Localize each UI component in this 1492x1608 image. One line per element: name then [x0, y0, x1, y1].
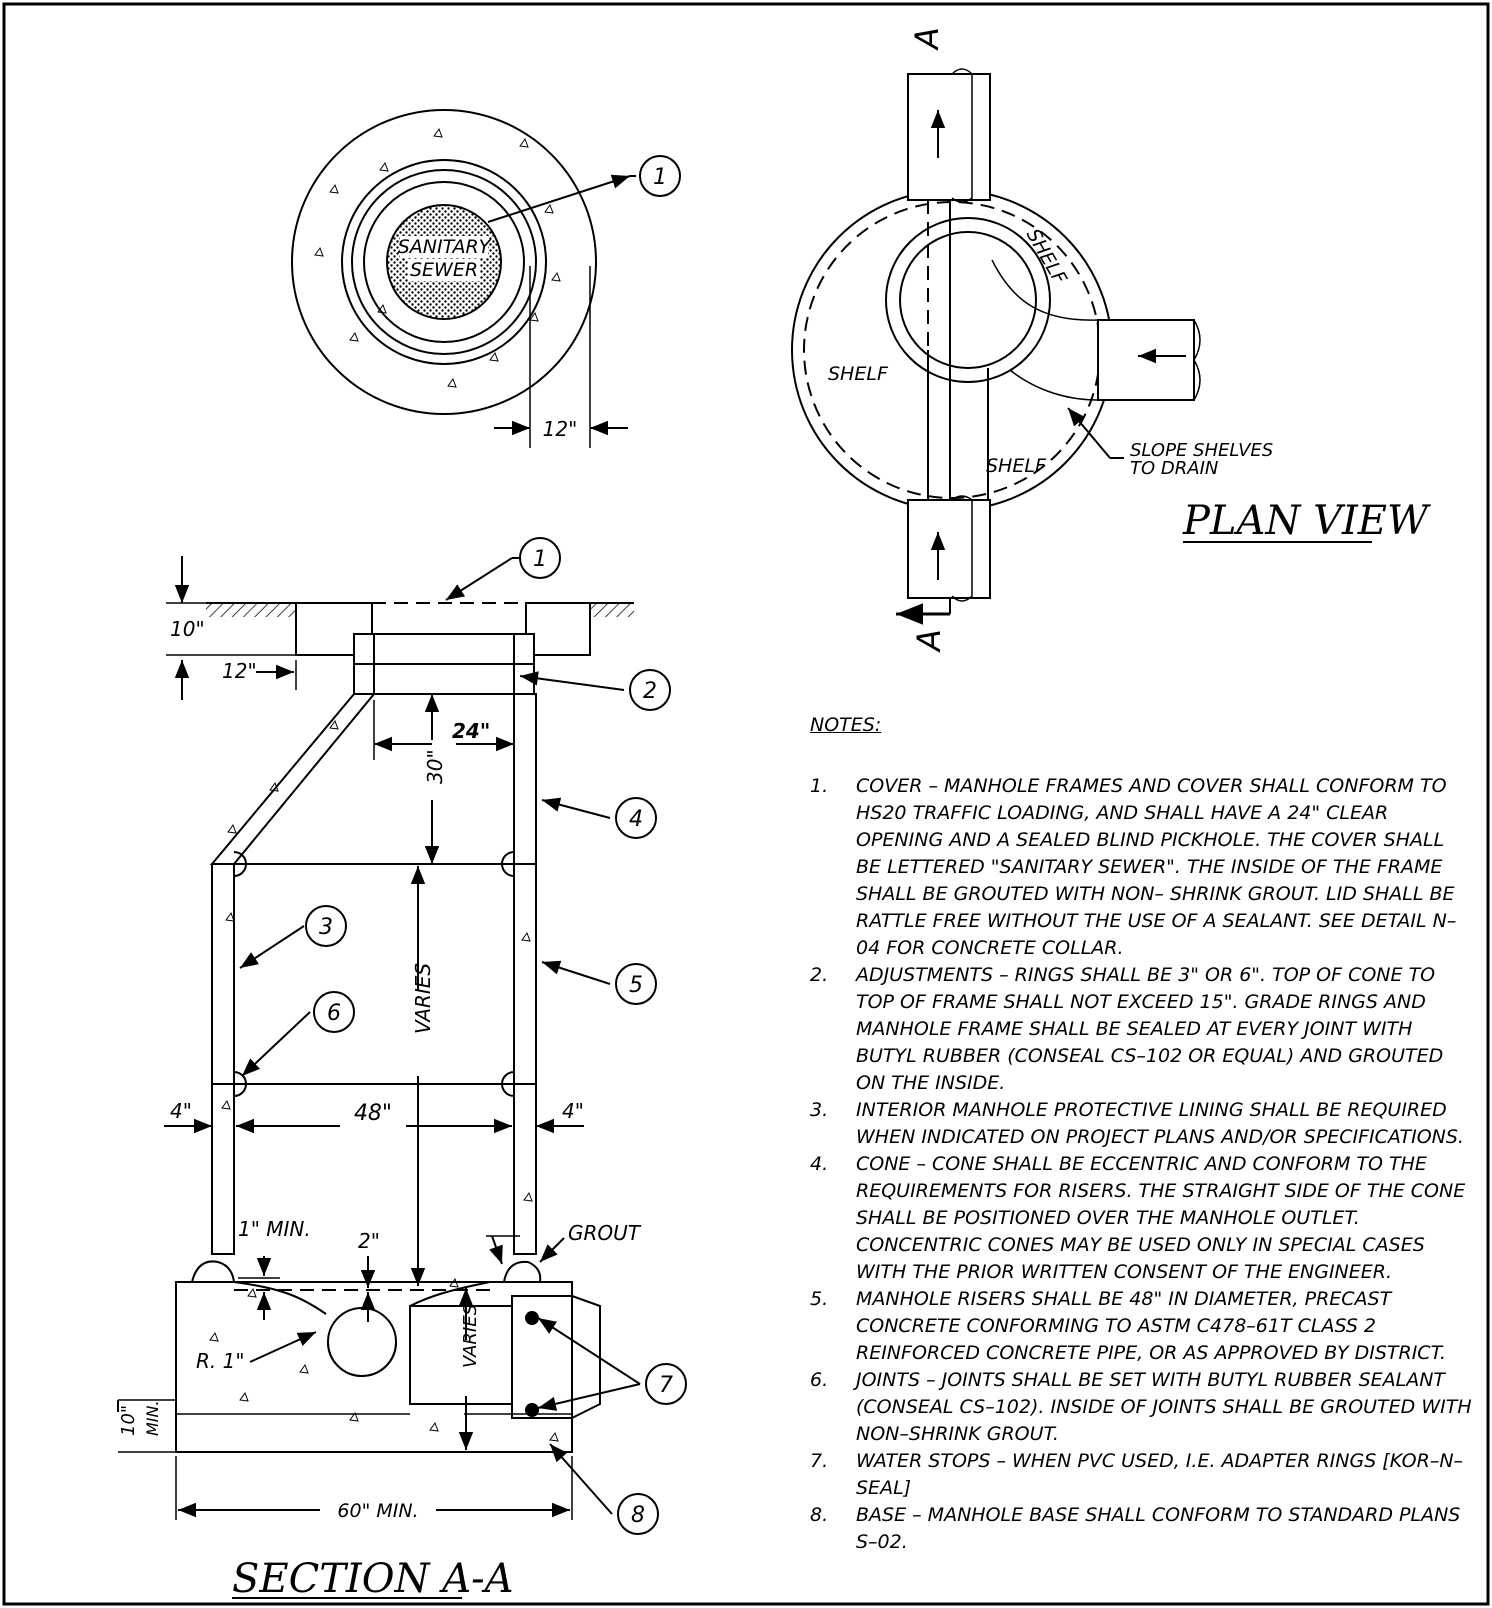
dim-48: 48": [354, 1101, 392, 1126]
grout-label: GROUT: [568, 1221, 642, 1245]
note-item: 2. ADJUSTMENTS – RINGS SHALL BE 3" OR 6".…: [810, 962, 1475, 1097]
dim-4-left: 4": [170, 1099, 192, 1123]
note-number: 2.: [810, 964, 829, 986]
note-item: 5. MANHOLE RISERS SHALL BE 48" IN DIAMETE…: [810, 1286, 1475, 1367]
section-a-a: 10" 12" 1 2 24" 30" 4 3 5: [117, 537, 687, 1602]
dim-1-min: 1" MIN.: [238, 1217, 311, 1241]
note-item: 7. WATER STOPS – WHEN PVC USED, I.E. ADAP…: [810, 1448, 1475, 1502]
note-item: 8. BASE – MANHOLE BASE SHALL CONFORM TO S…: [810, 1502, 1475, 1556]
note-text: BASE – MANHOLE BASE SHALL CONFORM TO STA…: [856, 1504, 1461, 1553]
dim-24: 24": [452, 719, 490, 743]
notes-header: NOTES:: [810, 714, 882, 736]
note-number: 5.: [810, 1288, 829, 1310]
cover-top-view: SANITARY SEWER 1 12": [291, 109, 681, 448]
shelf-label-bottom: SHELF: [986, 455, 1047, 477]
callout-3: 3: [319, 915, 333, 940]
section-mark-bottom: A: [910, 629, 948, 653]
slope-note-line1: SLOPE SHELVES: [1130, 440, 1273, 461]
dim-60-min: 60" MIN.: [337, 1500, 418, 1522]
note-item: 6. JOINTS – JOINTS SHALL BE SET WITH BUTY…: [810, 1367, 1475, 1448]
note-item: 3. INTERIOR MANHOLE PROTECTIVE LINING SHA…: [810, 1097, 1475, 1151]
note-number: 4.: [810, 1153, 829, 1175]
note-text: INTERIOR MANHOLE PROTECTIVE LINING SHALL…: [856, 1099, 1464, 1148]
note-text: ADJUSTMENTS – RINGS SHALL BE 3" OR 6". T…: [856, 964, 1444, 1094]
callout-7: 7: [659, 1373, 673, 1398]
dim-2: 2": [358, 1229, 380, 1253]
note-text: CONE – CONE SHALL BE ECCENTRIC AND CONFO…: [856, 1153, 1466, 1283]
shelf-label-left: SHELF: [828, 363, 889, 385]
callout-2: 2: [643, 679, 657, 704]
note-text: WATER STOPS – WHEN PVC USED, I.E. ADAPTE…: [856, 1450, 1464, 1499]
note-item: 1. COVER – MANHOLE FRAMES AND COVER SHALL…: [810, 773, 1475, 962]
callout-5: 5: [629, 973, 643, 998]
note-number: 8.: [810, 1504, 829, 1526]
notes-block: NOTES: 1. COVER – MANHOLE FRAMES AND COVE…: [810, 712, 1475, 1556]
note-number: 7.: [810, 1450, 829, 1472]
dim-varies: VARIES: [411, 963, 435, 1034]
dim-varies-base: VARIES: [460, 1304, 481, 1368]
dim-12-collar: 12": [222, 659, 257, 683]
callout-4: 4: [629, 807, 643, 832]
dim-10-min-b: MIN.: [143, 1400, 162, 1436]
slope-note-line2: TO DRAIN: [1130, 458, 1218, 479]
note-number: 1.: [810, 775, 829, 797]
dim-12-top: 12": [543, 417, 578, 441]
lid-text-line2: SEWER: [410, 259, 478, 281]
dim-10-top: 10": [170, 617, 205, 641]
plan-view-title: PLAN VIEW: [1182, 498, 1431, 544]
note-text: COVER – MANHOLE FRAMES AND COVER SHALL C…: [856, 775, 1457, 959]
section-mark-top: A: [908, 27, 946, 51]
dim-10-min-a: 10": [118, 1405, 139, 1436]
callout-6: 6: [327, 1001, 341, 1026]
dim-4-right: 4": [562, 1099, 584, 1123]
note-item: 4. CONE – CONE SHALL BE ECCENTRIC AND CON…: [810, 1151, 1475, 1286]
radius-label: R. 1": [196, 1349, 245, 1373]
callout-1-top: 1: [653, 165, 667, 190]
note-text: JOINTS – JOINTS SHALL BE SET WITH BUTYL …: [856, 1369, 1472, 1445]
note-number: 3.: [810, 1099, 829, 1121]
callout-1: 1: [533, 547, 547, 572]
section-title: SECTION A-A: [232, 1556, 513, 1602]
note-text: MANHOLE RISERS SHALL BE 48" IN DIAMETER,…: [856, 1288, 1446, 1364]
dim-30: 30": [423, 749, 447, 784]
notes-list: 1. COVER – MANHOLE FRAMES AND COVER SHALL…: [810, 773, 1475, 1556]
lid-text-line1: SANITARY: [398, 236, 492, 258]
plan-view: A A SHELF SHELF SHELF SLOPE SHELVES: [791, 27, 1431, 653]
callout-8: 8: [631, 1503, 645, 1528]
note-number: 6.: [810, 1369, 829, 1391]
